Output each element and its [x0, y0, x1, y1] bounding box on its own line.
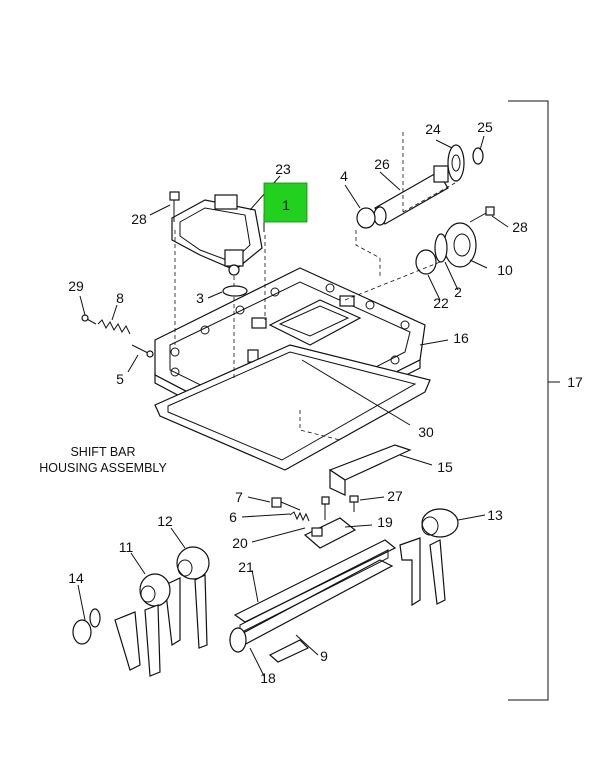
callout-28-right[interactable]: 28	[512, 219, 528, 235]
housing-gasket	[154, 344, 431, 471]
callout-10[interactable]: 10	[497, 262, 513, 278]
callout-26[interactable]: 26	[374, 156, 390, 172]
callout-6[interactable]: 6	[229, 509, 237, 525]
callout-29[interactable]: 29	[68, 278, 84, 294]
callout-13[interactable]: 13	[487, 507, 503, 523]
fork-11	[114, 573, 171, 677]
callout-4[interactable]: 4	[340, 168, 348, 184]
bolt-top-20	[321, 496, 330, 520]
callout-17[interactable]: 17	[567, 374, 583, 390]
callout-8[interactable]: 8	[116, 290, 124, 306]
spring-6	[289, 511, 310, 522]
block-19	[303, 517, 357, 549]
callout-30[interactable]: 30	[418, 424, 434, 440]
screw-27	[349, 495, 359, 512]
bolt-7	[271, 497, 301, 511]
shaft-26	[373, 165, 449, 226]
callout-2[interactable]: 2	[454, 284, 462, 300]
clip-14	[72, 619, 92, 645]
cover-assembly	[171, 194, 263, 276]
callout-23[interactable]: 23	[275, 161, 291, 177]
guide-15	[328, 444, 412, 496]
fork-13	[399, 508, 459, 607]
callout-14[interactable]: 14	[68, 570, 84, 586]
o-ring-22	[415, 249, 437, 275]
callout-22[interactable]: 22	[433, 295, 449, 311]
callout-12[interactable]: 12	[157, 513, 173, 529]
seal-2	[434, 233, 448, 263]
callout-1[interactable]: 1	[282, 197, 290, 213]
callout-9[interactable]: 9	[320, 648, 328, 664]
callout-25[interactable]: 25	[477, 119, 493, 135]
callout-5[interactable]: 5	[116, 371, 124, 387]
plate-24	[447, 144, 465, 182]
o-ring-3	[222, 285, 248, 297]
spring-8	[97, 319, 131, 335]
plunger-5	[131, 344, 154, 358]
clip-25	[472, 147, 484, 165]
callout-11[interactable]: 11	[119, 539, 134, 555]
leader-lines	[77, 135, 509, 677]
callout-3[interactable]: 3	[196, 290, 204, 306]
bolt-28-left	[169, 191, 180, 222]
callout-27[interactable]: 27	[387, 488, 403, 504]
callout-20[interactable]: 20	[232, 535, 248, 551]
callout-1-highlight[interactable]	[263, 182, 308, 223]
ring-4	[356, 207, 376, 229]
assembly-title-line-2: HOUSING ASSEMBLY	[39, 461, 167, 475]
callout-28-left[interactable]: 28	[131, 211, 147, 227]
callout-15[interactable]: 15	[437, 459, 453, 475]
callout-21[interactable]: 21	[238, 559, 254, 575]
callout-19[interactable]: 19	[377, 514, 393, 530]
fork-12	[164, 546, 210, 649]
pin-29	[81, 314, 97, 325]
callout-7[interactable]: 7	[235, 489, 243, 505]
shift-rail-assembly	[228, 539, 397, 663]
assembly-bracket	[508, 100, 560, 701]
callout-16[interactable]: 16	[453, 330, 469, 346]
assembly-title-line-1: SHIFT BAR	[70, 445, 135, 459]
callout-24[interactable]: 24	[425, 121, 441, 137]
bolt-28-right	[469, 206, 495, 223]
callout-18[interactable]: 18	[260, 670, 276, 686]
